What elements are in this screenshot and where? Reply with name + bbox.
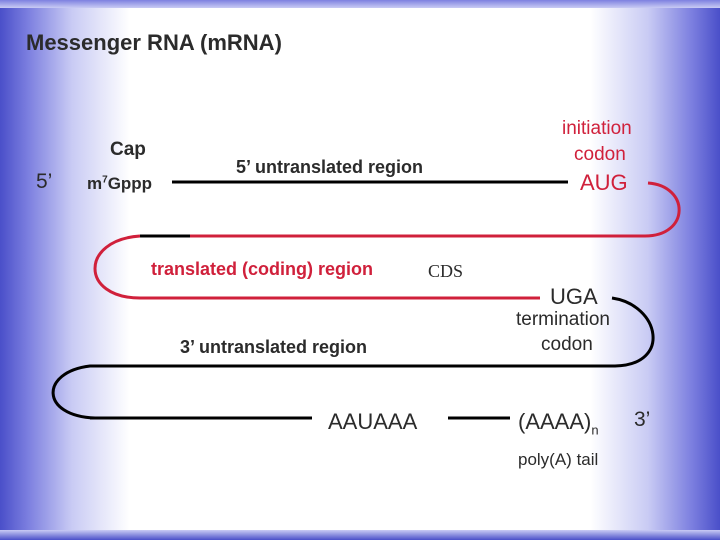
cap-structure-superscript: 7 [102,174,108,186]
start-codon-label: AUG [580,170,628,195]
poly-a-tail-label: poly(A) tail [518,450,599,469]
coding-region-upper-strand [140,181,681,238]
termination-label-line1: termination [516,309,610,330]
cap-structure-rest: Gppp [107,174,153,193]
stop-codon-label: UGA [550,284,598,309]
slide-frame-bottom [0,530,720,540]
initiation-label-line1: initiation [562,118,632,139]
cap-structure-label: m7Gppp [87,174,152,194]
cap-label: Cap [110,139,146,160]
poly-a-label: (AAAA)n [518,409,599,437]
slide-frame-top [0,0,720,8]
five-prime-label: 5’ [36,170,53,193]
utr5-label: 5’ untranslated region [236,157,424,177]
polyadenylation-signal-label: AAUAAA [328,409,418,434]
termination-label-line2: codon [541,334,593,355]
initiation-label-line2: codon [574,144,626,165]
cap-structure-base: m [87,174,103,193]
poly-a-base: (AAAA) [518,409,592,434]
coding-region-label: translated (coding) region [151,259,374,279]
poly-a-subscript: n [591,422,599,438]
utr3-label: 3’ untranslated region [180,337,368,357]
cds-label: CDS [428,261,464,281]
utr3-line [51,296,655,420]
page-title: Messenger RNA (mRNA) [26,30,282,55]
coding-region-lower-strand [93,234,540,300]
three-prime-label: 3’ [634,408,651,431]
